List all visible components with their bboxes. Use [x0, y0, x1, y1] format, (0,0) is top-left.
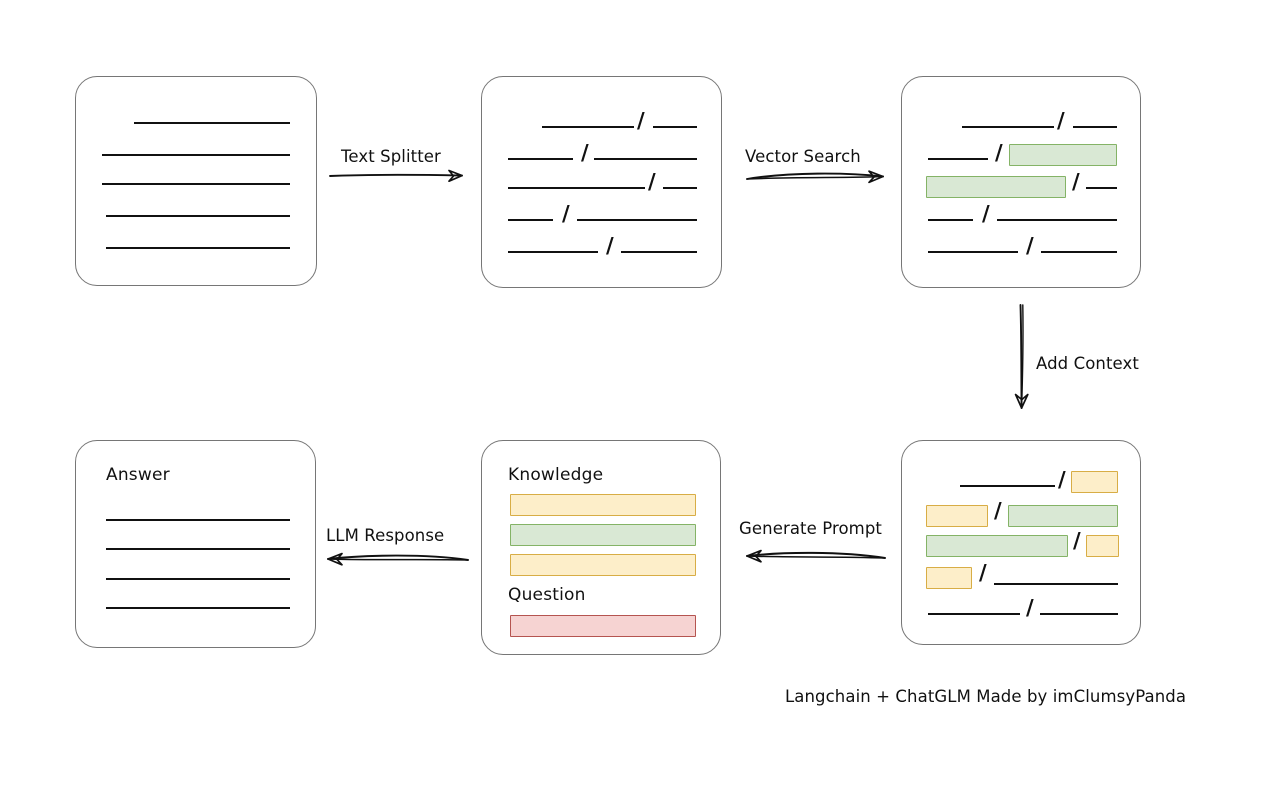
document-line [928, 158, 988, 160]
node-source-document[interactable] [75, 76, 317, 286]
node-split-document[interactable]: / / / / / [481, 76, 722, 288]
document-line [508, 187, 645, 189]
context-chunk-chip[interactable] [926, 567, 972, 589]
document-line [577, 219, 697, 221]
split-slash: / [1058, 467, 1066, 492]
edge-label-vector-search: Vector Search [745, 147, 861, 166]
split-slash: / [994, 498, 1002, 523]
knowledge-chip[interactable] [510, 524, 696, 546]
edge-label-text-splitter: Text Splitter [341, 147, 441, 166]
document-line [994, 583, 1118, 585]
node-prompt[interactable]: Knowledge Question [481, 440, 721, 655]
edge-arrow-llm-response [327, 552, 469, 566]
document-line [621, 251, 697, 253]
split-slash: / [606, 233, 614, 258]
node-answer[interactable]: Answer [75, 440, 316, 648]
prompt-question-label: Question [508, 585, 586, 605]
edge-arrow-text-splitter [329, 169, 463, 183]
document-line [1086, 187, 1117, 189]
document-line [102, 154, 290, 156]
edge-label-generate-prompt: Generate Prompt [739, 519, 882, 538]
retrieved-chunk-chip[interactable] [1009, 144, 1117, 166]
split-slash: / [1072, 169, 1080, 194]
answer-line [106, 607, 290, 609]
edge-arrow-vector-search [746, 170, 884, 184]
context-chunk-chip[interactable] [1086, 535, 1119, 557]
split-slash: / [562, 201, 570, 226]
edge-label-add-context: Add Context [1036, 354, 1139, 373]
answer-line [106, 548, 290, 550]
document-line [928, 219, 973, 221]
knowledge-chip[interactable] [510, 554, 696, 576]
edge-label-llm-response: LLM Response [326, 526, 445, 545]
document-line [663, 187, 697, 189]
answer-line [106, 578, 290, 580]
knowledge-chip[interactable] [510, 494, 696, 516]
split-slash: / [1057, 108, 1065, 133]
document-line [106, 247, 290, 249]
document-line [997, 219, 1117, 221]
answer-line [106, 519, 290, 521]
split-slash: / [648, 169, 656, 194]
edge-arrow-add-context [1014, 304, 1029, 409]
document-line [102, 183, 290, 185]
split-slash: / [979, 560, 987, 585]
split-slash: / [1026, 595, 1034, 620]
document-line [1041, 251, 1117, 253]
answer-label: Answer [106, 465, 170, 485]
document-line [134, 122, 290, 124]
split-slash: / [581, 140, 589, 165]
node-context-document[interactable]: / / / / / [901, 440, 1141, 645]
retrieved-chunk-chip[interactable] [926, 535, 1068, 557]
split-slash: / [995, 140, 1003, 165]
question-chip[interactable] [510, 615, 696, 637]
document-line [508, 251, 598, 253]
split-slash: / [982, 201, 990, 226]
edge-arrow-generate-prompt [746, 549, 886, 563]
document-line [653, 126, 697, 128]
split-slash: / [1073, 528, 1081, 553]
footer-credit: Langchain + ChatGLM Made by imClumsyPand… [785, 687, 1187, 706]
document-line [542, 126, 634, 128]
split-slash: / [1026, 233, 1034, 258]
retrieved-chunk-chip[interactable] [1008, 505, 1118, 527]
document-line [962, 126, 1054, 128]
document-line [594, 158, 697, 160]
split-slash: / [637, 108, 645, 133]
context-chunk-chip[interactable] [926, 505, 988, 527]
context-chunk-chip[interactable] [1071, 471, 1118, 493]
document-line [928, 251, 1018, 253]
document-line [1073, 126, 1117, 128]
node-vector-matched-document[interactable]: / / / / / [901, 76, 1141, 288]
document-line [508, 219, 553, 221]
document-line [960, 485, 1055, 487]
document-line [106, 215, 290, 217]
prompt-knowledge-label: Knowledge [508, 465, 604, 485]
document-line [928, 613, 1020, 615]
document-line [1040, 613, 1118, 615]
document-line [508, 158, 573, 160]
retrieved-chunk-chip[interactable] [926, 176, 1066, 198]
